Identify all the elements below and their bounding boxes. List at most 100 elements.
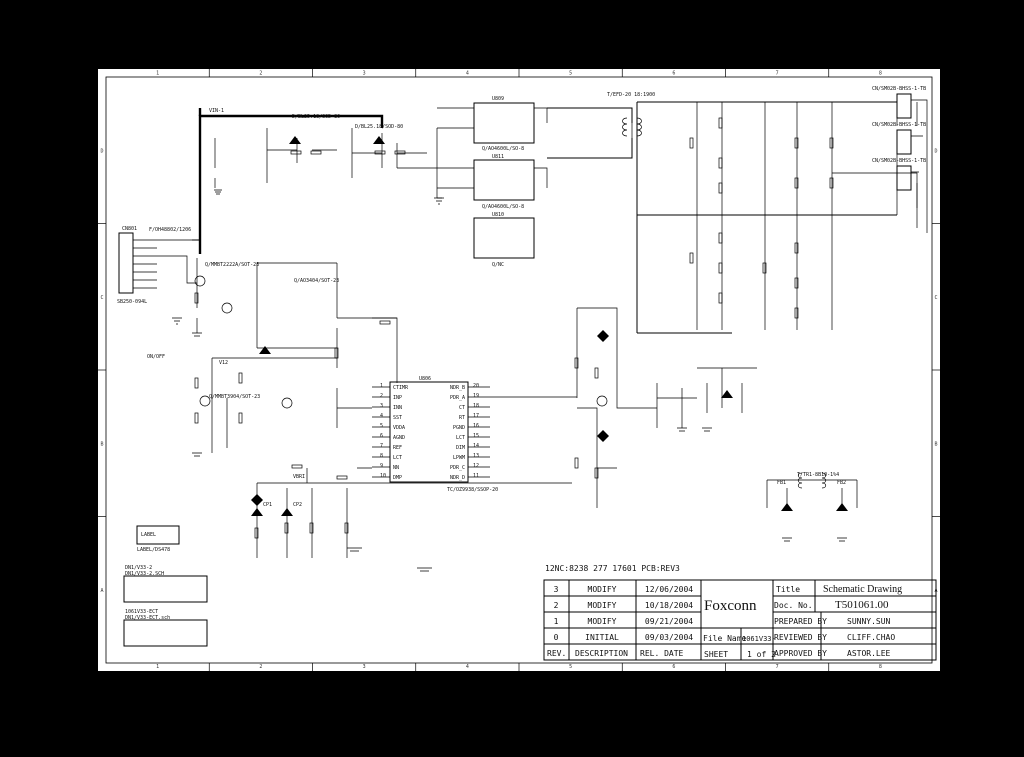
ic-pin-left: LCT (393, 455, 402, 461)
ic-pin-right: PGND (453, 425, 465, 431)
label-box-part: LABEL/DS478 (137, 547, 170, 553)
ic-pin-left: AGND (393, 435, 405, 441)
rev-number: 0 (554, 633, 559, 642)
ic-pin-right: NDR_D (450, 475, 465, 481)
label-box (136, 525, 180, 545)
zone-label-h: 5 (569, 664, 572, 670)
ic-pin-right-num: 13 (473, 453, 479, 459)
docno-value: T501061.00 (835, 599, 889, 611)
zone-label-v: A (100, 588, 103, 594)
label-cn801: CN801 (122, 226, 137, 232)
zone-label-v: C (100, 295, 103, 301)
ic-pin-left-num: 3 (380, 403, 383, 409)
file-box-2 (123, 619, 208, 647)
ic-pin-left-num: 8 (380, 453, 383, 459)
zone-label-h: 4 (466, 71, 469, 77)
zone-label-h: 1 (156, 71, 159, 77)
ic-pin-right: PDR_A (450, 395, 465, 401)
mosfet-u811 (473, 159, 535, 201)
label-u811-part: Q/AO4600L/SO-8 (482, 204, 524, 210)
zone-label-v: C (934, 295, 937, 301)
ic-u806-pins: CTIMR1INP2INN3SST4VDDA5AGND6REF7LCT8NN9D… (380, 383, 479, 481)
ic-pin-right-num: 16 (473, 423, 479, 429)
ic-pin-left-num: 6 (380, 433, 383, 439)
label-onoff: ON/OFF (147, 354, 165, 360)
ic-pin-right-num: 18 (473, 403, 479, 409)
label-u811: U811 (492, 154, 504, 160)
connector-cn803 (896, 165, 912, 191)
ic-pin-right-num: 19 (473, 393, 479, 399)
label-cn804: CN/SM02B-BHSS-1-TB (872, 122, 926, 128)
ic-pin-left: INN (393, 405, 402, 411)
zone-label-v: B (100, 441, 103, 447)
zone-label-h: 7 (776, 664, 779, 670)
file-box-1 (123, 575, 208, 603)
rev-number: 1 (554, 617, 559, 626)
mosfet-u810 (473, 217, 535, 259)
component-labels: CN801 SB250-094L F/OH48802/1206 VIN-1 D/… (117, 86, 926, 621)
zone-label-h: 5 (569, 71, 572, 77)
reviewed-value: CLIFF.CHAO (847, 633, 895, 642)
zone-label-h: 1 (156, 664, 159, 670)
zone-label-h: 7 (776, 71, 779, 77)
ic-pin-left-num: 9 (380, 463, 383, 469)
docno-label: Doc. No. (774, 601, 813, 610)
label-u809-part: Q/AO4600L/SO-8 (482, 146, 524, 152)
rev-date: 09/03/2004 (645, 633, 693, 642)
title-value: Schematic Drawing (823, 584, 902, 595)
rev-header: REV. (547, 649, 566, 658)
ic-pin-right-num: 17 (473, 413, 479, 419)
zone-label-h: 6 (672, 71, 675, 77)
ic-pin-right-num: 20 (473, 383, 479, 389)
ic-pin-right-num: 11 (473, 473, 479, 479)
approved-label: APPROVED BY (774, 649, 827, 658)
zone-label-h: 8 (879, 664, 882, 670)
ic-pin-right: LPWM (453, 455, 465, 461)
label-u807-part: Q/MMBT3904/SOT-23 (209, 394, 260, 400)
label-cp1: CP1 (263, 502, 272, 508)
label-fuse: F/OH48802/1206 (149, 227, 191, 233)
label-file2: 1061V33-ECT (125, 609, 158, 615)
inner-frame (105, 76, 933, 664)
prepared-label: PREPARED BY (774, 617, 827, 626)
ic-pin-left-num: 10 (380, 473, 386, 479)
label-u810-part: Q/NC (492, 262, 504, 268)
ic-pin-left: VDDA (393, 425, 405, 431)
connector-cn805 (896, 93, 912, 119)
label-transformer: T/EFD-20 18:1900 (607, 92, 655, 98)
ic-pin-left: REF (393, 445, 402, 451)
ic-pin-left-num: 5 (380, 423, 383, 429)
company-name: Foxconn (704, 598, 757, 614)
ic-pin-left-num: 2 (380, 393, 383, 399)
sheet-value: 1 of 2 (747, 650, 776, 659)
ic-u806-body (389, 381, 469, 483)
zone-label-h: 3 (363, 664, 366, 670)
label-u806-part: TC/OZ9938/SSOP-20 (447, 487, 498, 493)
outer-frame (97, 68, 941, 672)
connector-cn801 (118, 232, 134, 294)
zone-ticks (97, 68, 941, 672)
zone-label-h: 2 (259, 71, 262, 77)
ic-pin-right: NDR_B (450, 385, 465, 391)
ic-pin-right: CT (459, 405, 465, 411)
label-vbri: VBRI (293, 474, 305, 480)
ic-pin-left-num: 1 (380, 383, 383, 389)
ic-pin-left: CTIMR (393, 385, 409, 391)
ic-pin-right: PDR_C (450, 465, 465, 471)
approved-value: ASTOR.LEE (847, 649, 891, 658)
reviewed-label: REVIEWED BY (774, 633, 827, 642)
rev-description: MODIFY (588, 601, 617, 610)
label-file2b: DN1/V33-ECT.sch (125, 615, 170, 621)
rev-date: 09/21/2004 (645, 617, 693, 626)
ic-pin-right-num: 15 (473, 433, 479, 439)
pcb-note: 12NC:8238 277 17601 PCB:REV3 (545, 564, 680, 573)
label-u806: U806 (419, 376, 431, 382)
prepared-value: SUNNY.SUN (847, 617, 891, 626)
ic-pin-left: NN (393, 465, 399, 471)
label-transformer2: T/TR1-8B10-1%4 (797, 472, 839, 478)
label-cp2: CP2 (293, 502, 302, 508)
title-label: Title (776, 585, 800, 594)
